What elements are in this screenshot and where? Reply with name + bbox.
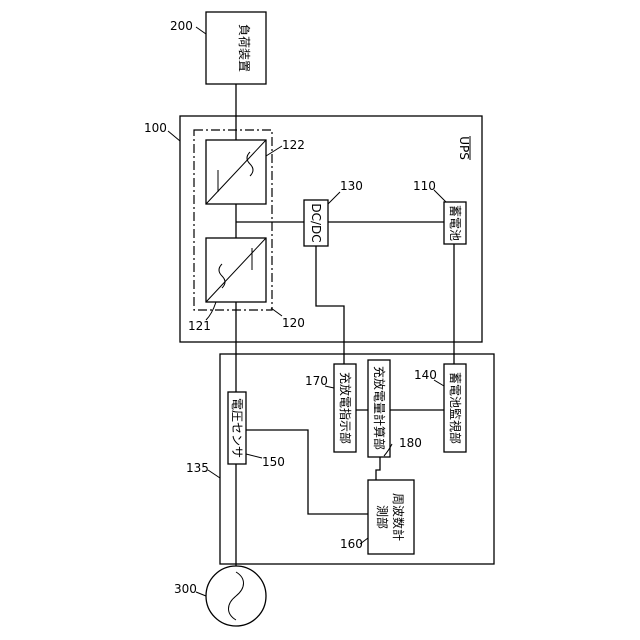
load-device-label: 負荷装置	[237, 24, 251, 72]
calculator-to-meter-line	[376, 457, 380, 480]
frequency-meter-label-2: 測部	[375, 505, 390, 529]
ref-122-leader	[266, 146, 282, 156]
dcdc-label: DC/DC	[309, 203, 323, 242]
ref-121: 121	[188, 319, 211, 333]
ref-121-leader	[206, 302, 216, 320]
battery-label: 蓄電池	[448, 205, 462, 241]
ref-150-leader	[246, 454, 262, 458]
ref-135: 135	[186, 461, 209, 475]
ref-160: 160	[340, 537, 363, 551]
battery-monitor-label: 蓄電池監視部	[448, 372, 463, 444]
charge-indicator-label: 充放電指示部	[338, 372, 353, 444]
ref-122: 122	[282, 138, 305, 152]
ref-300-leader	[196, 592, 206, 596]
ref-180: 180	[399, 436, 422, 450]
wiring	[236, 84, 454, 568]
ref-200: 200	[170, 19, 193, 33]
ref-140-leader	[434, 380, 444, 386]
ref-135-leader	[208, 470, 220, 478]
ref-200-leader	[196, 27, 206, 34]
ref-100-leader	[168, 131, 180, 141]
ref-130: 130	[340, 179, 363, 193]
ref-150: 150	[262, 455, 285, 469]
load-device-box	[206, 12, 266, 84]
ref-130-leader	[328, 192, 340, 204]
dcdc-to-indicator-line	[316, 236, 344, 364]
ref-300: 300	[174, 582, 197, 596]
ref-110: 110	[413, 179, 436, 193]
ref-100: 100	[144, 121, 167, 135]
frequency-meter-box	[368, 480, 414, 554]
ups-label: UPS	[457, 136, 471, 160]
voltage-sensor-label: 電圧センサ	[230, 398, 244, 458]
ref-140: 140	[414, 368, 437, 382]
frequency-meter-label-1: 周波数計	[391, 493, 406, 541]
ref-110-leader	[434, 190, 446, 202]
ref-120-leader	[271, 308, 282, 316]
ref-170: 170	[305, 374, 328, 388]
ref-120: 120	[282, 316, 305, 330]
charge-calculator-label: 充放電量計算部	[372, 366, 387, 450]
